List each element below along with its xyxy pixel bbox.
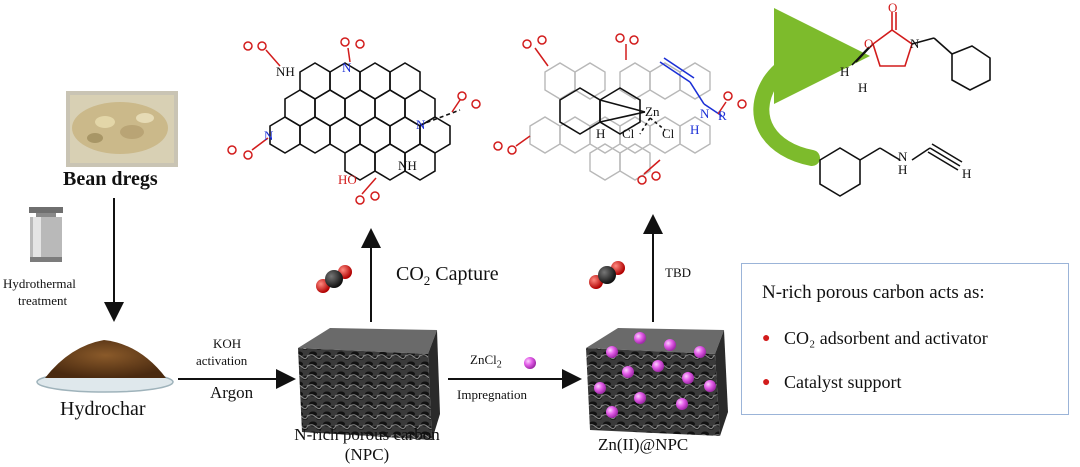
oxazolidinone-product [851,12,991,91]
bean-dregs-label: Bean dregs [63,168,158,190]
atom-n-npc-right: N [416,117,426,132]
hydrothermal-label-line1: Hydrothermal [3,276,76,291]
catalyst-carboxylates [493,33,747,185]
atom-h-vinyl-bottom: H [858,80,868,95]
co2-molecule-right [589,261,625,289]
atom-zn: Zn [645,104,660,119]
zncl2-label: ZnCl2 [470,352,502,371]
atom-nh-npc: NH [276,64,295,79]
atom-o-ring: O [864,36,874,51]
atom-n-npc-top: N [342,60,352,75]
npc-label-line1: N-rich porous carbon [294,425,440,444]
bullet-dot-icon: ● [762,331,771,346]
hydrothermal-label-line2: treatment [18,293,68,308]
atom-nh-npc-bottom: NH [398,158,417,173]
co2-capture-label: CO2 Capture [396,263,499,288]
hydrochar-label: Hydrochar [60,398,146,420]
autoclave-image [29,207,63,262]
koh-label-line1: KOH [213,336,242,351]
co2-molecule-left [316,265,352,293]
impregnation-label: Impregnation [457,387,528,402]
info-box-title: N-rich porous carbon acts as: [762,282,985,303]
atom-n-propargyl: N [700,106,710,121]
zn-ion-icon [524,357,536,369]
atom-n-ring: N [910,36,920,51]
koh-label-line2: activation [196,353,248,368]
atom-n-npc-left: N [264,128,274,143]
hydrochar-image [36,340,174,393]
tbd-zn-complex [559,87,666,135]
atom-cl-right: Cl [662,126,675,141]
bean-dregs-photo [66,91,178,167]
npc-carboxylates [227,37,481,205]
tbd-label: TBD [665,265,691,280]
atom-h-right: H [690,122,700,137]
atom-o-carbonyl: O [888,0,898,15]
zn-particles [594,332,716,418]
npc-porous-block [298,328,440,440]
info-bullet-co2: ●CO₂ adsorbent and activator [762,328,988,348]
zn-npc-label: Zn(II)@NPC [598,435,689,454]
catalyst-support-structure [529,62,711,181]
atom-ho-npc: HO [338,172,357,187]
atom-h-vinyl-left: H [840,64,850,79]
info-bullet-support: ●Catalyst support [762,372,902,392]
bullet-dot-icon: ● [762,375,771,390]
propargylamine-blue [659,57,723,117]
info-box: N-rich porous carbon acts as: ●CO₂ adsor… [741,263,1069,415]
propargylamine-reactant [819,143,963,197]
atom-cl-left: Cl [622,126,635,141]
zn-npc-porous-block [586,328,728,436]
atom-h-alkyne: H [962,166,972,181]
atom-h-left: H [596,126,606,141]
green-reaction-arrow [753,8,870,166]
atom-r: R [718,108,727,123]
argon-label: Argon [210,383,254,402]
npc-label-line2: (NPC) [344,445,390,464]
npc-structure [269,62,461,181]
